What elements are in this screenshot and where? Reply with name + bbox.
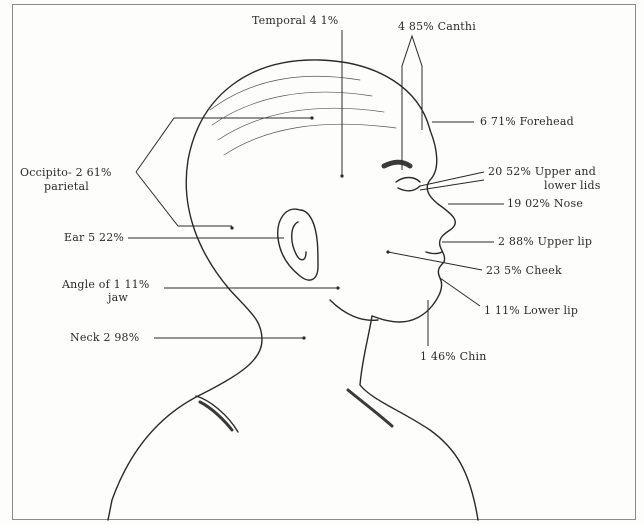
- label-jaw-1: Angle of 1 11%: [62, 278, 150, 291]
- label-temporal: Temporal 4 1%: [252, 14, 338, 27]
- face-profile: [372, 130, 455, 322]
- label-occipito-2: parietal: [44, 180, 89, 193]
- label-occipito-1: Occipito- 2 61%: [20, 166, 112, 179]
- neck-front: [360, 316, 478, 520]
- leader-dots: [230, 116, 389, 339]
- canthi-leader: [402, 36, 422, 170]
- label-canthi: 4 85% Canthi: [398, 20, 476, 33]
- skull-outline: [108, 60, 430, 520]
- ear-outline: [278, 209, 318, 280]
- label-neck: Neck 2 98%: [70, 331, 139, 344]
- eye-outline: [396, 178, 420, 191]
- face-shadow: [384, 162, 410, 166]
- lower-lip-leader: [440, 278, 480, 306]
- neck-shading: [200, 390, 392, 430]
- occipito-dot: [310, 116, 313, 119]
- cheek-leader: [388, 252, 482, 270]
- hair-hatching: [210, 76, 396, 155]
- label-cheek: 23 5% Cheek: [486, 264, 562, 277]
- leader-lines: [128, 30, 504, 346]
- ear-dot: [230, 226, 233, 229]
- mouth-line: [426, 252, 442, 254]
- occipito-leader: [136, 118, 312, 226]
- label-ear: Ear 5 22%: [64, 231, 124, 244]
- neck-dot: [302, 336, 305, 339]
- ear-inner: [292, 222, 306, 260]
- label-lids-2: lower lids: [544, 179, 601, 192]
- jaw-line: [330, 300, 378, 320]
- label-lower-lip: 1 11% Lower lip: [484, 304, 578, 317]
- label-forehead: 6 71% Forehead: [480, 115, 574, 128]
- cheek-dot: [386, 250, 389, 253]
- label-nose: 19 02% Nose: [507, 197, 583, 210]
- label-upper-lip: 2 88% Upper lip: [498, 235, 592, 248]
- label-chin: 1 46% Chin: [420, 350, 487, 363]
- jaw-dot: [336, 286, 339, 289]
- label-jaw-2: jaw: [108, 291, 128, 304]
- temporal-dot: [340, 174, 343, 177]
- label-lids-1: 20 52% Upper and: [488, 165, 596, 178]
